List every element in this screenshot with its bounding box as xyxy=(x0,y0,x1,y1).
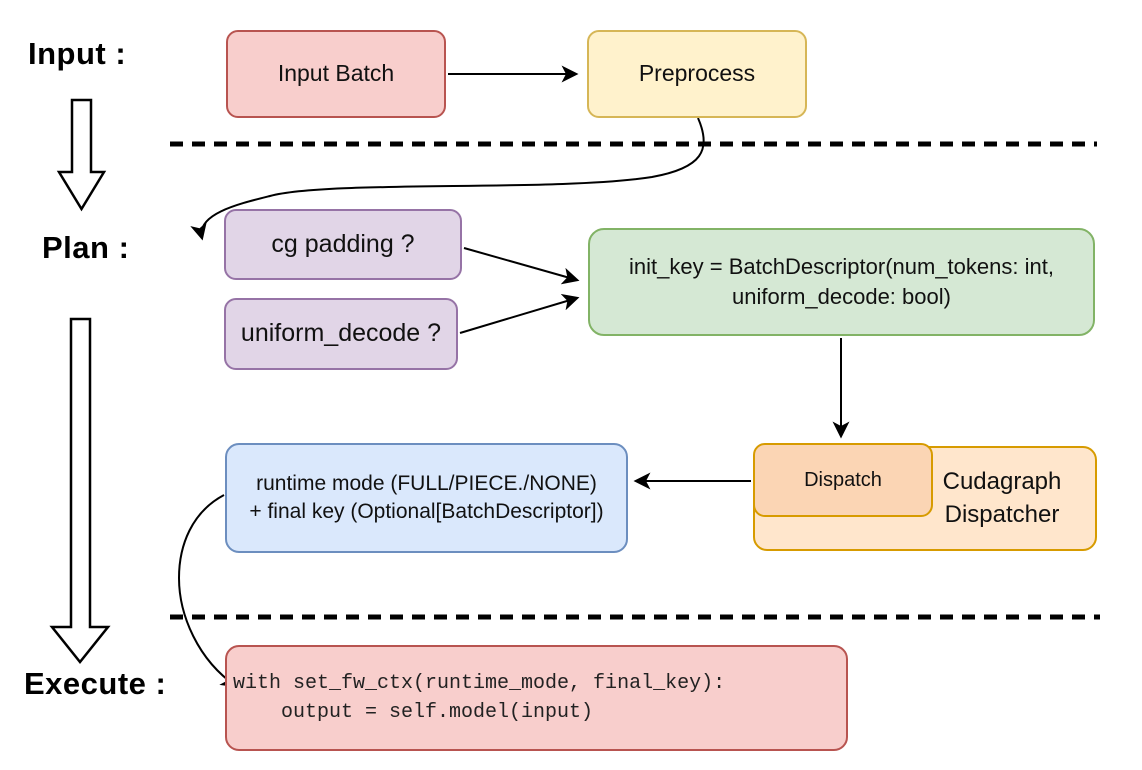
edge-cgpadding-initkey xyxy=(463,247,580,285)
execute-code-line1: with set_fw_ctx(runtime_mode, final_key)… xyxy=(233,672,726,695)
node-runtime-mode-line2: + final key (Optional[BatchDescriptor]) xyxy=(249,500,604,523)
edge-preprocess-cgpadding xyxy=(190,117,705,241)
node-dispatch-label: Dispatch xyxy=(804,468,882,491)
edge-runtimemode-executecode xyxy=(177,494,239,688)
node-preprocess: Preprocess xyxy=(587,30,807,118)
node-cudagraph-dispatcher-label: Cudagraph Dispatcher xyxy=(942,468,1062,528)
node-runtime-mode: runtime mode (FULL/PIECE./NONE) + final … xyxy=(225,443,628,553)
node-init-key-line1: init_key = BatchDescriptor(num_tokens: i… xyxy=(629,254,1054,280)
node-cg-padding-label: cg padding ? xyxy=(271,229,415,258)
node-uniform-decode: uniform_decode ? xyxy=(224,298,458,370)
node-uniform-decode-label: uniform_decode ? xyxy=(240,319,442,348)
node-init-key: init_key = BatchDescriptor(num_tokens: i… xyxy=(588,228,1095,336)
node-preprocess-label: Preprocess xyxy=(638,60,756,87)
execute-code-line2: output = self.model(input) xyxy=(233,701,594,724)
node-cg-padding: cg padding ? xyxy=(224,209,462,280)
node-input-batch: Input Batch xyxy=(226,30,446,118)
down-arrow-icon-input-plan xyxy=(56,98,107,212)
node-dispatch: Dispatch xyxy=(753,443,933,517)
edge-uniformdecode-initkey xyxy=(459,293,580,334)
node-input-batch-label: Input Batch xyxy=(277,60,395,87)
node-runtime-mode-line1: runtime mode (FULL/PIECE./NONE) xyxy=(256,471,597,495)
node-init-key-line2: uniform_decode: bool) xyxy=(732,284,951,309)
down-arrow-icon-plan-execute xyxy=(49,317,111,665)
node-execute-code: with set_fw_ctx(runtime_mode, final_key)… xyxy=(225,645,848,751)
execute-phase-label: Execute : xyxy=(24,666,167,701)
plan-phase-label: Plan : xyxy=(42,230,130,265)
input-phase-label: Input : xyxy=(28,36,127,71)
